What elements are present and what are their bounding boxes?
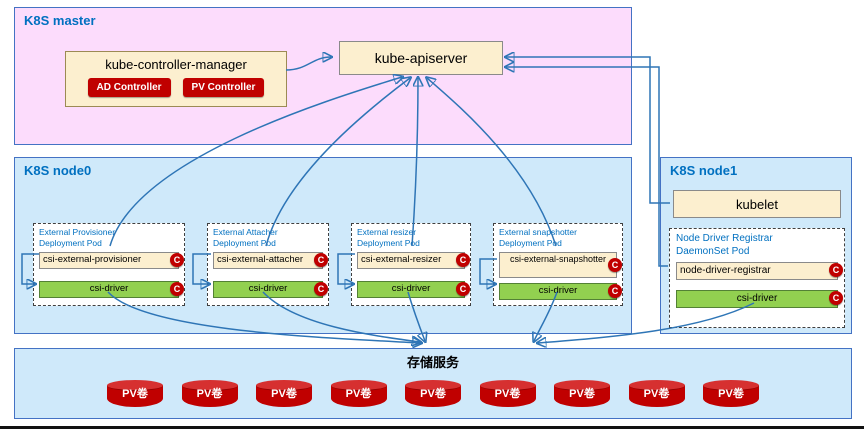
pv-volume-cylinder: PV卷 [256,380,312,407]
controller-chip-row: AD Controller PV Controller [66,78,286,97]
kube-controller-manager-box: kube-controller-manager AD Controller PV… [65,51,287,107]
k8s-master-label: K8S master [24,13,96,28]
pod-title-line2: DaemonSet Pod [676,245,750,257]
pod-title: External resizer Deployment Pod [357,227,465,248]
pv-volume-label: PV卷 [718,388,744,400]
pv-volume-label: PV卷 [345,388,372,400]
csi-driver-container: csi-driver C [357,281,470,299]
container-c-badge: C [608,258,622,273]
container-c-badge: C [829,263,843,277]
container-label: csi-driver [89,283,129,295]
pv-volume-label: PV卷 [569,388,595,400]
external-resizer-pod: External resizer Deployment Pod csi-exte… [351,223,471,306]
container-label: csi-driver [391,283,431,295]
container-c-badge: C [314,282,328,297]
csi-driver-container: csi-driver C [499,283,622,301]
pv-controller-chip: PV Controller [182,78,265,97]
container-c-badge: C [456,282,470,297]
pod-title-line2: Deployment Pod [499,237,562,248]
pod-title-line2: Deployment Pod [213,237,276,248]
csi-driver-container: csi-driver C [676,290,843,308]
container-label: csi-external-snapshotter [509,254,607,265]
pv-volume-cylinder: PV卷 [554,380,610,407]
kube-apiserver-box: kube-apiserver [339,41,503,75]
container-label: node-driver-registrar [680,265,771,276]
pv-volume-label: PV卷 [643,388,670,400]
external-attacher-pod: External Attacher Deployment Pod csi-ext… [207,223,329,306]
ad-controller-chip: AD Controller [87,78,171,97]
pod-title-line1: Node Driver Registrar [676,233,773,244]
csi-external-snapshotter-container: csi-external-snapshotter C [499,252,622,279]
k8s-node0-label: K8S node0 [24,163,92,178]
pod-title-line1: External resizer [357,227,417,237]
pv-volume-cylinder: PV卷 [181,380,238,407]
container-c-badge: C [608,284,622,299]
container-label: csi-driver [538,285,578,297]
pv-volume-cylinder: PV卷 [330,380,387,407]
pv-volume-label: PV卷 [420,388,446,400]
pv-volume-cylinder: PV卷 [479,380,536,407]
kubelet-box: kubelet [673,190,841,218]
csi-external-attacher-container: csi-external-attacher C [213,252,328,270]
csi-external-provisioner-container: csi-external-provisioner C [39,252,184,270]
pv-volume-label: PV卷 [122,388,148,400]
pv-volume-cylinder: PV卷 [405,380,461,407]
pod-title-line2: Deployment Pod [39,237,102,248]
pv-volume-cylinder: PV卷 [703,380,759,407]
container-c-badge: C [456,253,470,268]
storage-service-title: 存储服务 [406,355,459,370]
pod-title-line1: External Provisioner [39,227,116,237]
pv-volume-label: PV卷 [196,388,223,400]
pod-title: External snapshotter Deployment Pod [499,227,617,248]
pv-volume-cylinder: PV卷 [107,380,163,407]
pod-title-line2: Deployment Pod [357,237,420,248]
csi-driver-container: csi-driver C [213,281,328,299]
pod-title-line1: External snapshotter [499,227,577,237]
container-label: csi-external-provisioner [43,254,142,266]
pv-volume-cylinder: PV卷 [628,380,685,407]
container-label: csi-external-resizer [361,254,442,266]
container-c-badge: C [170,253,184,268]
node-driver-registrar-pod: Node Driver Registrar DaemonSet Pod node… [669,228,845,328]
container-c-badge: C [314,253,328,268]
container-label: csi-external-attacher [217,254,304,266]
kube-controller-manager-label: kube-controller-manager [105,57,247,72]
external-provisioner-pod: External Provisioner Deployment Pod csi-… [33,223,185,306]
container-c-badge: C [829,291,843,305]
k8s-node0-box: K8S node0 External Provisioner Deploymen… [14,157,632,334]
pv-volume-label: PV卷 [271,388,297,400]
pv-volume-list: PV卷 PV卷 PV卷 PV卷 PV卷 PV卷 PV卷 PV卷 PV卷 [15,380,851,407]
external-snapshotter-pod: External snapshotter Deployment Pod csi-… [493,223,623,306]
k8s-node1-box: K8S node1 kubelet Node Driver Registrar … [660,157,852,334]
pod-title: External Attacher Deployment Pod [213,227,323,248]
pod-title: External Provisioner Deployment Pod [39,227,179,248]
storage-service-box: 存储服务 PV卷 PV卷 PV卷 PV卷 PV卷 PV卷 PV卷 PV卷 PV卷 [14,348,852,419]
container-c-badge: C [170,282,184,297]
container-label: csi-driver [736,293,778,304]
csi-driver-container: csi-driver C [39,281,184,299]
pod-title: Node Driver Registrar DaemonSet Pod [676,233,838,258]
csi-external-resizer-container: csi-external-resizer C [357,252,470,270]
k8s-node1-label: K8S node1 [670,163,738,178]
pod-title-line1: External Attacher [213,227,278,237]
container-label: csi-driver [248,283,288,295]
pv-volume-label: PV卷 [494,388,521,400]
node-driver-registrar-container: node-driver-registrar C [676,262,843,280]
k8s-master-box: K8S master kube-controller-manager AD Co… [14,7,632,145]
